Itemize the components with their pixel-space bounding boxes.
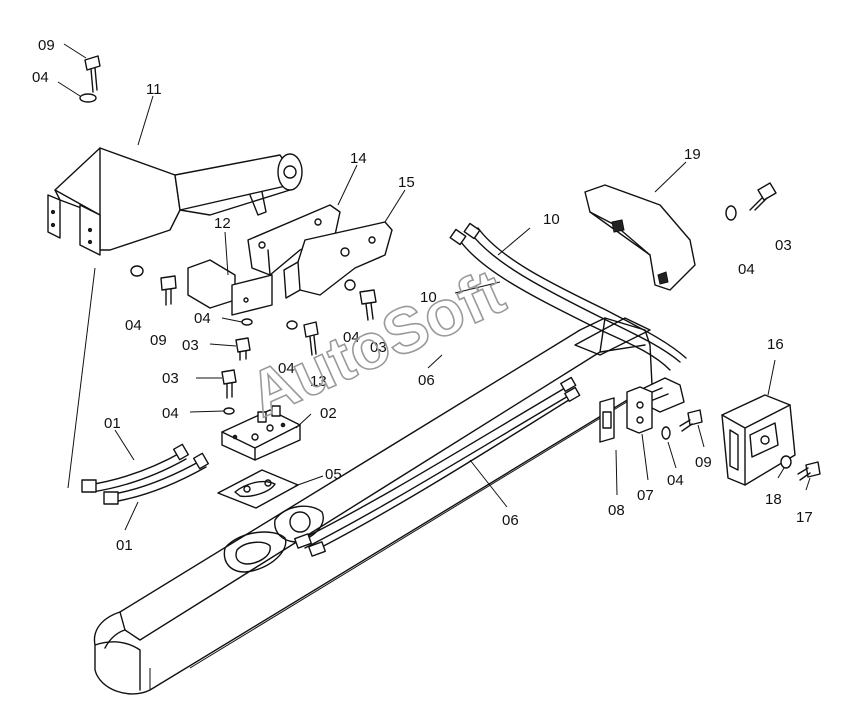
callout-13: 13 [310, 373, 327, 390]
fasteners [79, 55, 821, 481]
callout-04-a: 04 [125, 317, 142, 334]
callout-16: 16 [767, 336, 784, 353]
callout-03-b: 03 [162, 370, 179, 387]
bolt-17 [797, 461, 821, 481]
callout-03-c: 03 [370, 339, 387, 356]
callout-04-top: 04 [32, 69, 49, 86]
washer-04-a [130, 265, 144, 277]
callout-04-f: 04 [738, 261, 755, 278]
bolt-03-c [359, 289, 377, 321]
part-15-bracket [283, 221, 393, 299]
part-07-flange [626, 386, 653, 434]
leader-lines [57, 43, 811, 531]
bolt-03-a [235, 337, 251, 361]
assembly-line-11 [67, 267, 96, 489]
callout-17: 17 [796, 509, 813, 526]
bolt-09-a [160, 275, 177, 306]
washer-04-f [725, 205, 737, 221]
callout-08: 08 [608, 502, 625, 519]
callout-03-d: 03 [775, 237, 792, 254]
callout-04-g: 04 [667, 472, 684, 489]
callout-09-b: 09 [695, 454, 712, 471]
part-16-housing [721, 394, 796, 486]
part-02-plate [221, 405, 301, 461]
part-19-cover [584, 184, 696, 291]
callout-11: 11 [146, 81, 162, 98]
washer-18 [780, 455, 792, 469]
part-05-gasket [217, 469, 299, 509]
hose-06-pair [294, 376, 581, 557]
callout-04-d: 04 [162, 405, 179, 422]
callout-04-b: 04 [194, 310, 211, 327]
hose-10-pair [449, 222, 687, 413]
bolt-03-b [221, 369, 237, 399]
callout-10-b: 10 [420, 289, 437, 306]
callout-14: 14 [350, 150, 367, 167]
callout-03-a: 03 [182, 337, 199, 354]
callout-19: 19 [684, 146, 701, 163]
callout-02: 02 [320, 405, 337, 422]
washer-04-c [286, 320, 298, 330]
washer-04-e [344, 279, 356, 291]
callout-labels: 09 04 11 14 15 12 04 09 04 03 04 03 04 0… [32, 37, 813, 554]
callout-09-top: 09 [38, 37, 55, 54]
callout-06-a: 06 [418, 372, 435, 389]
bolt-13 [303, 321, 319, 356]
bolt-03-d [749, 182, 777, 211]
washer-04-b [241, 318, 253, 326]
callout-01-a: 01 [104, 415, 121, 432]
part-12-bracket [187, 259, 273, 316]
washer-04-g [661, 426, 671, 440]
part-11-cover-tube [47, 147, 303, 256]
callout-04-e: 04 [343, 329, 360, 346]
bolt-09-b [679, 409, 703, 432]
callout-01-b: 01 [116, 537, 133, 554]
bolt-09-top [79, 55, 101, 103]
callout-05: 05 [325, 466, 342, 483]
part-08-plate [599, 397, 615, 443]
callout-18: 18 [765, 491, 782, 508]
part-01-hoses [81, 443, 210, 505]
callout-12: 12 [214, 215, 231, 232]
boom-arm [93, 317, 653, 695]
callout-09-a: 09 [150, 332, 167, 349]
callout-06-b: 06 [502, 512, 519, 529]
washer-04-d [223, 407, 235, 415]
callout-15: 15 [398, 174, 415, 191]
callout-04-c: 04 [278, 360, 295, 377]
callout-07: 07 [637, 487, 654, 504]
callout-10-a: 10 [543, 211, 560, 228]
